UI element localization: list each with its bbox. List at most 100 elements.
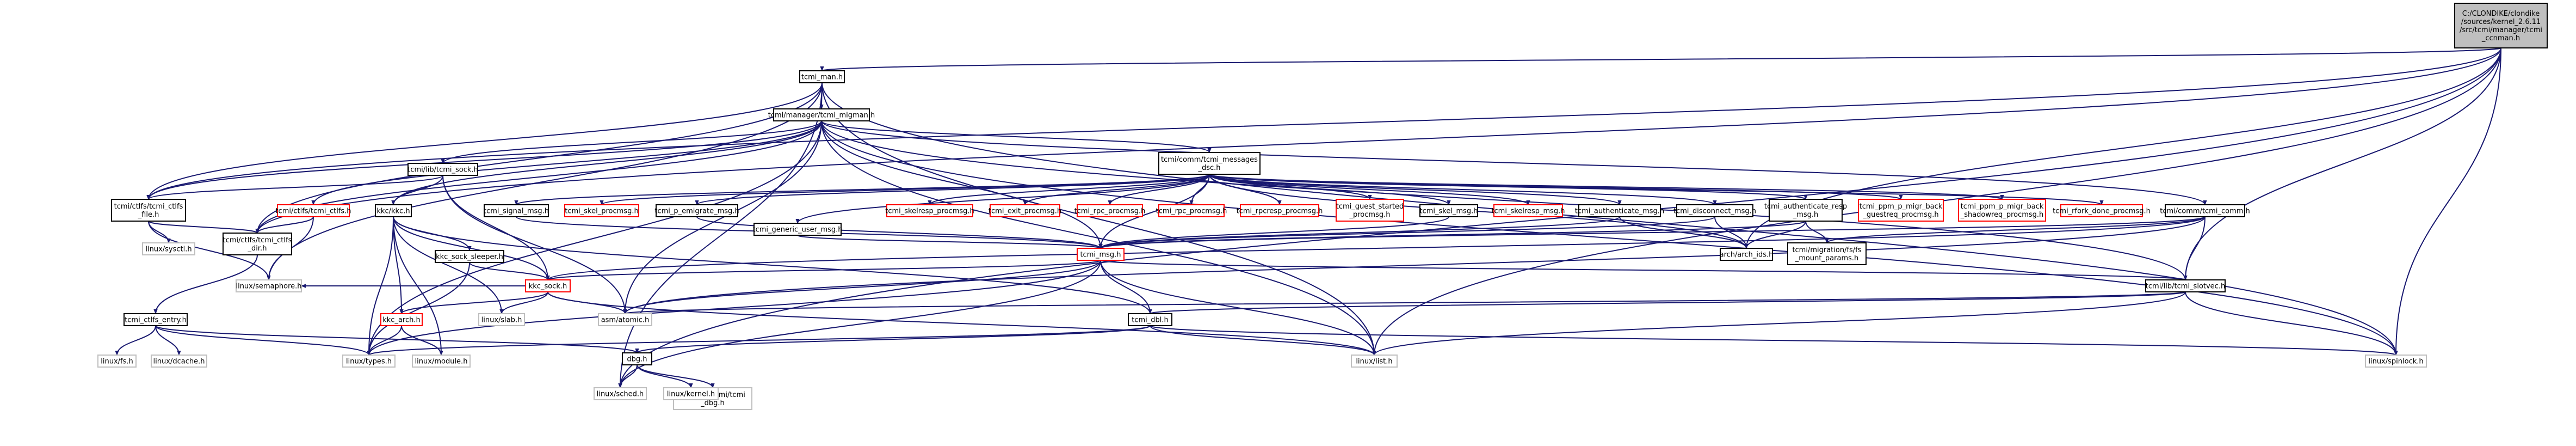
- node-kkc_sock_sleeper[interactable]: kkc_sock_sleeper.h: [435, 250, 504, 263]
- node-ppm_guestreq[interactable]: tcmi_ppm_p_migr_back_guestreq_procmsg.h: [1858, 199, 1944, 222]
- node-linux_fs: linux/fs.h: [97, 355, 137, 368]
- node-box-tcmi_sock: [407, 163, 478, 176]
- node-skel_procmsg[interactable]: tcmi_skel_procmsg.h: [564, 204, 639, 217]
- node-generic_user[interactable]: tcmi_generic_user_msg.h: [752, 223, 843, 236]
- edge-messages_dsc-to-rpc_procmsg: [1110, 174, 1210, 205]
- node-ctlfs_entry[interactable]: tcmi_ctlfs_entry.h: [123, 313, 188, 326]
- edge-tcmi_ctlfs_h-to-ctlfs_dir: [257, 216, 314, 234]
- edge-tcmi_migman-to-tcmi_ctlfs_h: [313, 120, 822, 205]
- node-guest_started[interactable]: tcmi_guest_started_procmsg.h: [1336, 199, 1404, 222]
- node-box-skelresp_msg: [1493, 204, 1563, 217]
- node-linux_kernel: linux/kernel.h: [663, 387, 719, 400]
- node-tcmi_msg[interactable]: tcmi_msg.h: [1077, 248, 1125, 261]
- node-box-arch_abi: [1720, 248, 1773, 261]
- node-skelresp_msg[interactable]: tcmi_skelresp_msg.h: [1491, 204, 1565, 217]
- node-box-ppm_rpc: [1158, 204, 1225, 217]
- node-label-signal_msg: tcmi_signal_msg.h: [484, 207, 549, 216]
- node-linux_slab: linux/slab.h: [478, 313, 525, 326]
- node-kkc[interactable]: kkc/kkc.h: [375, 204, 412, 217]
- node-label-tcmi_ctlfs_h: tcmi/ctlfs/tcmi_ctlfs.h: [275, 207, 351, 216]
- node-label-tcmi_sock: tcmi/lib/tcmi_sock.h: [407, 166, 478, 174]
- node-ctlfs_file[interactable]: tcmi/ctlfs/tcmi_ctlfs_file.h: [111, 199, 186, 222]
- edge-tcmi_dbl-to-linux_types: [369, 325, 1151, 356]
- node-label-root: C:/CLONDIKE/clondike/sources/kernel_2.6.…: [2460, 10, 2542, 42]
- edge-tcmi_migman-to-slotvec: [821, 120, 2185, 280]
- node-box-asm_atomic: [598, 313, 652, 326]
- node-signal_msg[interactable]: tcmi_signal_msg.h: [484, 204, 549, 217]
- node-label-rpcresp_procmsg: tcmi_rpcresp_procmsg.h: [1237, 207, 1323, 216]
- node-box-generic_user: [753, 223, 842, 236]
- node-arch_abi[interactable]: arch/arch_ids.h: [1720, 248, 1774, 261]
- edge-messages_dsc-to-generic_user: [798, 174, 1210, 224]
- node-label-mount_params: tcmi/migration/fs/fs_mount_params.h: [1792, 246, 1861, 262]
- node-label-generic_user: tcmi_generic_user_msg.h: [752, 226, 842, 234]
- node-kkc_arch[interactable]: kkc_arch.h: [380, 313, 423, 326]
- node-rpcresp_procmsg[interactable]: tcmi_rpcresp_procmsg.h: [1237, 204, 1323, 217]
- node-kkc_sock[interactable]: kkc_sock.h: [525, 279, 571, 292]
- edge-tcmi_msg-to-tcmi_dbl: [1100, 260, 1150, 314]
- node-tcmi_sock[interactable]: tcmi/lib/tcmi_sock.h: [407, 163, 478, 176]
- node-tcmi_migman[interactable]: tcmi/manager/tcmi_migman.h: [768, 108, 875, 121]
- node-dbg[interactable]: dbg.h: [622, 352, 652, 365]
- edge-kkc_sock-to-kkc_arch: [401, 291, 548, 314]
- node-authenticate_msg[interactable]: tcmi_authenticate_msg.h: [1575, 204, 1664, 217]
- edge-comm-to-tcmi_msg: [1101, 216, 2206, 249]
- node-box-tcmi_migman: [773, 108, 870, 121]
- node-label-rpc_procmsg: tcmi_rpc_procmsg.h: [1074, 207, 1146, 216]
- edge-ctlfs_entry-to-linux_dcache: [155, 325, 179, 356]
- edge-root-to-linux_sched: [620, 47, 2501, 388]
- edge-tcmi_migman-to-tcmi_sock: [443, 120, 822, 164]
- node-label-linux_sched: linux/sched.h: [597, 390, 644, 399]
- node-linux_list: linux/list.h: [1351, 355, 1398, 368]
- edge-generic_user-to-tcmi_msg: [797, 235, 1101, 249]
- node-root[interactable]: C:/CLONDIKE/clondike/sources/kernel_2.6.…: [2454, 3, 2548, 48]
- node-skelresp_procmsg[interactable]: tcmi_skelresp_procmsg.h: [885, 204, 974, 217]
- node-disconnect_msg[interactable]: tcmi_disconnect_msg.h: [1673, 204, 1756, 217]
- edge-messages_dsc-to-authenticate_msg: [1209, 174, 1620, 205]
- node-box-linux_kernel: [663, 387, 719, 400]
- node-label-disconnect_msg: tcmi_disconnect_msg.h: [1673, 207, 1756, 216]
- node-box-linux_slab: [478, 313, 525, 326]
- node-label-messages_dsc: tcmi/comm/tcmi_messages_dsc.h: [1161, 156, 1258, 172]
- node-box-signal_msg: [484, 204, 549, 217]
- node-label-authenticate_msg: tcmi_authenticate_msg.h: [1575, 207, 1664, 216]
- node-skel_msg[interactable]: tcmi_skel_msg.h: [1419, 204, 1478, 217]
- edge-slotvec-to-tcmi_dbl: [1150, 291, 2186, 314]
- node-box-ctlfs_file: [111, 199, 186, 222]
- node-label-tcmi_msg: tcmi_msg.h: [1080, 251, 1121, 259]
- node-comm[interactable]: tcmi/comm/tcmi_comm.h: [2160, 204, 2250, 217]
- node-label-asm_atomic: asm/atomic.h: [601, 316, 650, 325]
- node-box-linux_module: [412, 355, 471, 368]
- node-rfork_done[interactable]: tcmi_rfork_done_procmsg.h: [2053, 204, 2151, 217]
- node-tcmi_ctlfs_h[interactable]: tcmi/ctlfs/tcmi_ctlfs.h: [275, 204, 351, 217]
- edge-messages_dsc-to-tcmi_msg: [1101, 174, 1210, 248]
- edge-comm-to-mount_params: [1827, 216, 2206, 243]
- node-box-skelresp_procmsg: [886, 204, 973, 217]
- node-tcmi_man[interactable]: tcmi_man.h: [799, 70, 845, 83]
- node-slotvec[interactable]: tcmi/lib/tcmi_slotvec.h: [2145, 279, 2226, 292]
- node-label-ppm_shadowreq: tcmi_ppm_p_migr_back_shadowreq_procmsg.h: [1960, 203, 2044, 219]
- edge-ctlfs_file-to-linux_semaphore: [148, 221, 269, 280]
- node-linux_dcache: linux/dcache.h: [151, 355, 207, 368]
- edge-slotvec-to-asm_atomic: [625, 291, 2186, 314]
- node-rpc_procmsg[interactable]: tcmi_rpc_procmsg.h: [1074, 204, 1146, 217]
- node-p_emigrate[interactable]: tcmi_p_emigrate_msg.h: [654, 204, 739, 217]
- node-exit_procmsg[interactable]: tcmi_exit_procmsg.h: [989, 204, 1061, 217]
- node-tcmi_dbl[interactable]: tcmi_dbl.h: [1128, 313, 1172, 326]
- node-ctlfs_dir[interactable]: tcmi/ctlfs/tcmi_ctlfs_dir.h: [223, 233, 292, 255]
- node-authenticate_resp[interactable]: tcmi_authenticate_resp_msg.h: [1764, 199, 1847, 222]
- edge-tcmi_migman-to-linux_list: [821, 120, 1374, 355]
- node-mount_params[interactable]: tcmi/migration/fs/fs_mount_params.h: [1787, 242, 1867, 265]
- node-ppm_rpc[interactable]: tcmi_rpc_procmsg.h: [1156, 204, 1227, 217]
- node-messages_dsc[interactable]: tcmi/comm/tcmi_messages_dsc.h: [1158, 152, 1261, 175]
- edge-ctlfs_entry-to-linux_types: [155, 325, 369, 356]
- node-label-linux_slab: linux/slab.h: [481, 316, 522, 325]
- node-box-root: [2454, 3, 2548, 48]
- node-label-p_emigrate: tcmi_p_emigrate_msg.h: [654, 207, 739, 216]
- node-box-tcmi_dbl: [1128, 313, 1172, 326]
- node-box-messages_dsc: [1158, 152, 1261, 175]
- node-label-skel_procmsg: tcmi_skel_procmsg.h: [565, 207, 638, 216]
- node-ppm_shadowreq[interactable]: tcmi_ppm_p_migr_back_shadowreq_procmsg.h: [1958, 199, 2046, 222]
- node-label-linux_module: linux/module.h: [415, 358, 468, 366]
